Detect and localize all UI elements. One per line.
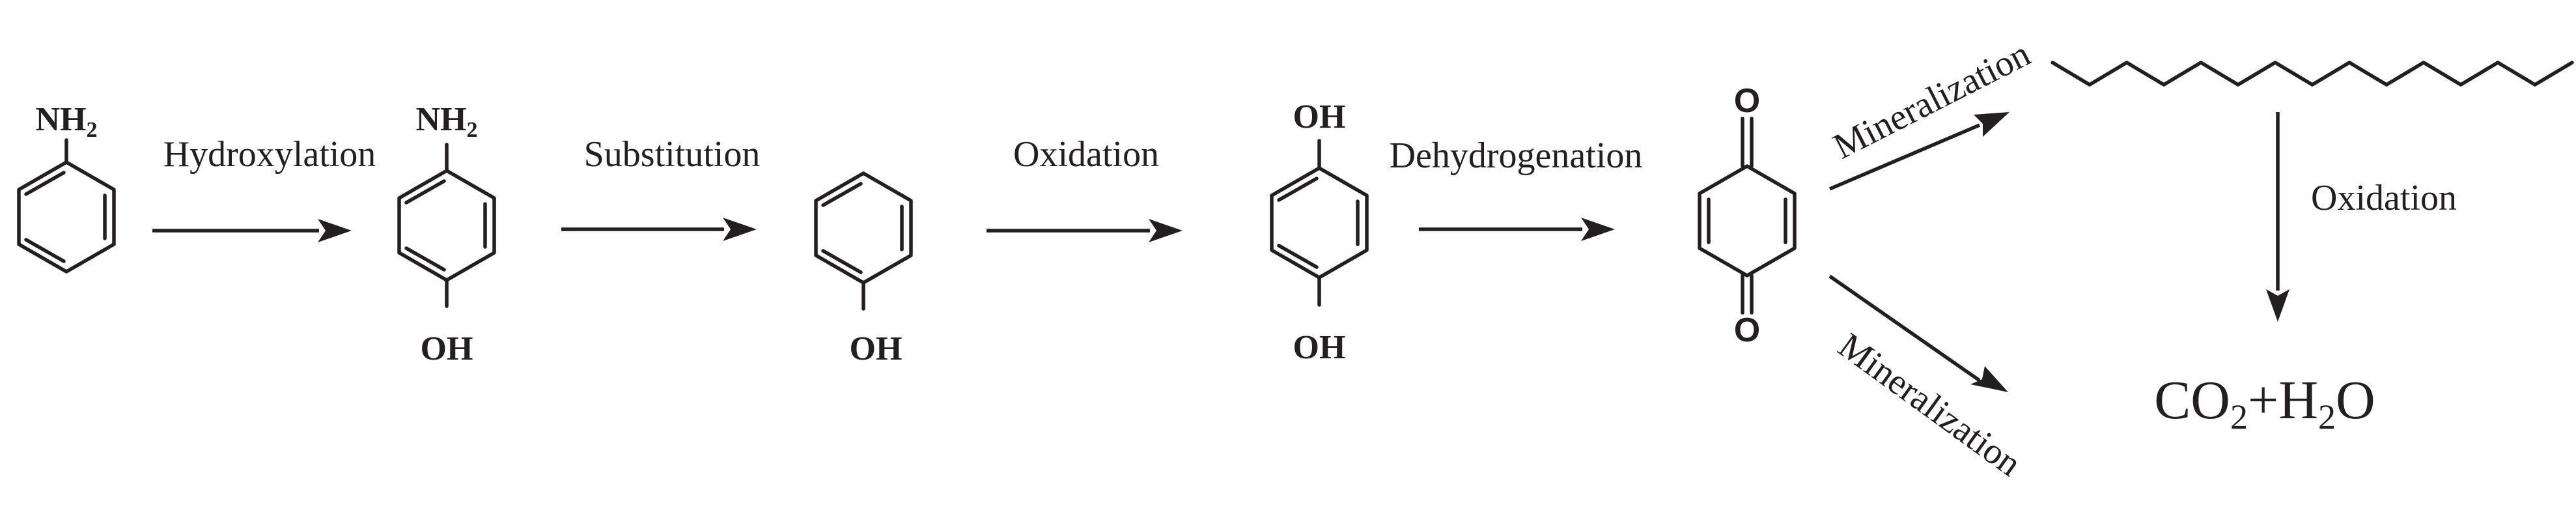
hydroxyl-group-label: OH (850, 330, 903, 367)
oxidation-label-1: Oxidation (1013, 134, 1159, 175)
substitution-label: Substitution (584, 134, 761, 175)
phenol-ring (814, 171, 913, 311)
hydroxyl-group-label: OH (421, 330, 473, 367)
benzoquinone-molecule: O O (1698, 82, 1797, 349)
substitution-arrowhead (723, 218, 757, 241)
mineralization-down-label: Mineralization (1831, 325, 2028, 484)
mineralization-down-step: Mineralization (1828, 274, 2028, 484)
hydroquinone-ring (1270, 139, 1369, 307)
hydroxylation-arrowhead (318, 219, 352, 242)
oxidation-step-2: Oxidation (2266, 112, 2457, 322)
mineralization-up-arrowhead (1974, 112, 2009, 137)
hydroxyl-group-label-top: OH (1293, 98, 1346, 136)
oxidation-label-2: Oxidation (2311, 178, 2457, 218)
final-product-formula: CO2+H2O (2154, 370, 2375, 436)
aniline-molecule: NH2 (17, 101, 116, 274)
dehydrogenation-label: Dehydrogenation (1390, 136, 1643, 176)
hydroxylation-step: Hydroxylation (152, 134, 376, 242)
carbonyl-oxygen-bottom: O (1734, 311, 1760, 349)
mineralization-down-arrow (1828, 274, 1981, 382)
dehydrogenation-arrowhead (1581, 218, 1615, 241)
hydroquinone-molecule: OH OH (1270, 98, 1369, 366)
hydroxylation-label: Hydroxylation (163, 134, 376, 175)
amino-group-label: NH2 (416, 101, 478, 142)
substitution-step: Substitution (561, 134, 760, 241)
oxidation-arrowhead-1 (1149, 219, 1183, 242)
aniline-ring (17, 138, 116, 274)
carbonyl-oxygen-top: O (1734, 82, 1760, 120)
oxidation-arrowhead-2 (2266, 289, 2289, 322)
dehydrogenation-step: Dehydrogenation (1390, 136, 1643, 241)
mineralization-down-arrowhead (1970, 366, 2008, 392)
hydroxyl-group-label-bottom: OH (1293, 329, 1346, 366)
benzoquinone-ring (1698, 117, 1797, 315)
phenol-molecule: OH (814, 171, 913, 367)
p-aminophenol-molecule: NH2 OH (397, 101, 496, 367)
mineralization-up-step: Mineralization (1827, 34, 2037, 191)
alkane-chain (2051, 61, 2574, 87)
oxidation-step-1: Oxidation (987, 134, 1183, 242)
mineralization-up-arrow (1828, 123, 1981, 191)
amino-group-label: NH2 (36, 101, 98, 142)
p-aminophenol-ring (397, 143, 496, 308)
